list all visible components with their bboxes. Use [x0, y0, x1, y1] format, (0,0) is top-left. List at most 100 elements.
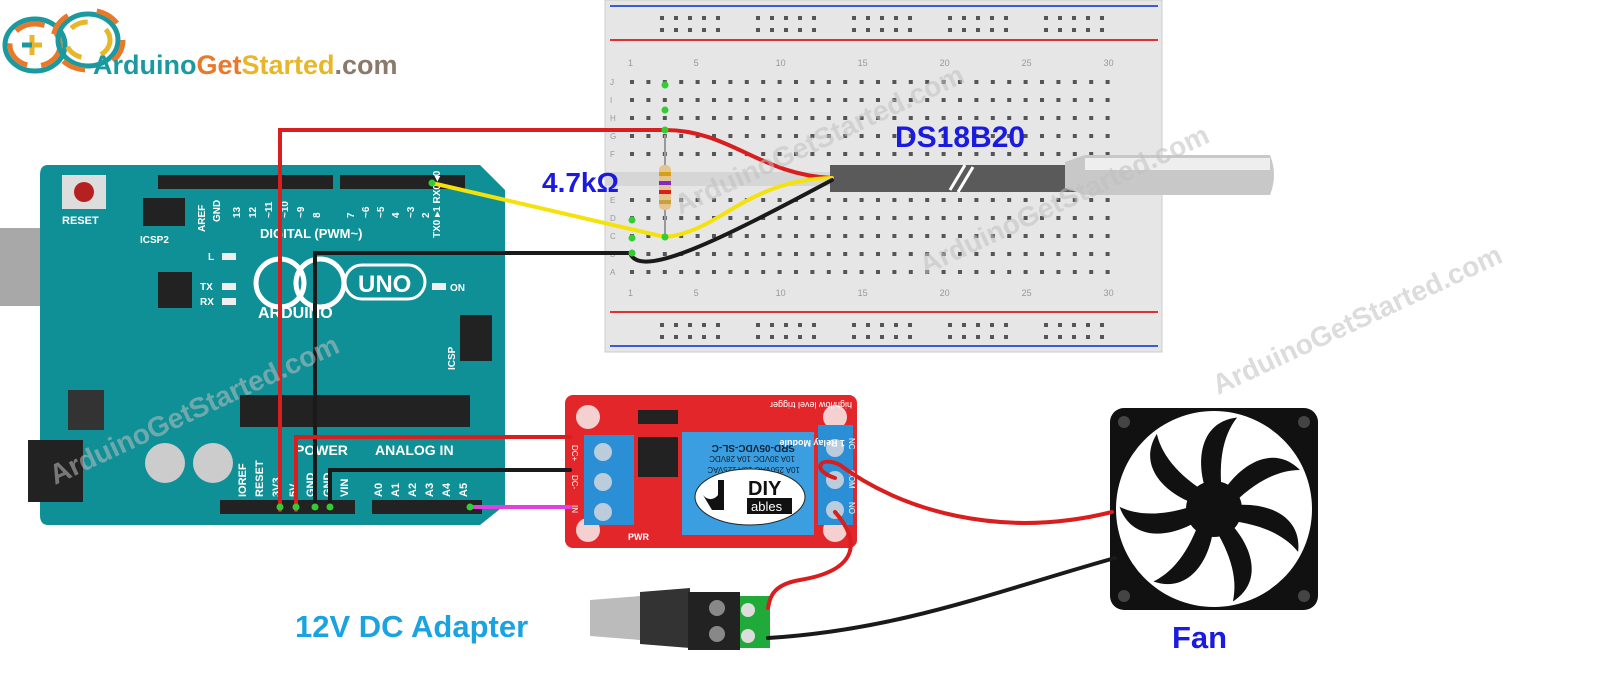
breadboard-hole	[810, 116, 815, 120]
breadboard-hole	[646, 198, 651, 202]
rail-hole	[962, 28, 966, 32]
svg-text:ArduinoGetStarted.com: ArduinoGetStarted.com	[93, 50, 398, 80]
breadboard-hole	[761, 80, 766, 84]
breadboard-hole	[761, 134, 766, 138]
column-label: 1	[628, 58, 633, 68]
breadboard-hole	[958, 270, 962, 274]
breadboard-hole	[1089, 234, 1094, 238]
breadboard-hole	[712, 152, 716, 156]
rail-hole	[1004, 28, 1008, 32]
breadboard-hole	[941, 98, 946, 102]
rail-hole	[976, 28, 980, 32]
rail-hole	[852, 323, 856, 327]
breadboard-hole	[646, 152, 651, 156]
relay-pwr-label: PWR	[628, 532, 649, 542]
breadboard-hole	[990, 134, 995, 138]
breadboard-hole	[1056, 270, 1061, 274]
rail-hole	[784, 28, 788, 32]
breadboard-hole	[810, 252, 815, 256]
rail-hole	[702, 323, 706, 327]
breadboard-hole	[794, 234, 798, 238]
rail-hole	[770, 16, 774, 20]
rail-hole	[990, 335, 994, 339]
breadboard-hole	[826, 98, 831, 102]
fan	[1110, 408, 1318, 610]
digital-pin-label: 13	[232, 206, 243, 218]
rail-hole	[756, 28, 760, 32]
rail-hole	[1072, 335, 1076, 339]
rail-hole	[976, 335, 980, 339]
breadboard-hole	[1089, 198, 1094, 202]
rail-hole	[1058, 28, 1062, 32]
arduino-brand: ARDUINO	[258, 305, 333, 322]
breadboard-hole	[695, 116, 700, 120]
breadboard-hole	[1007, 116, 1012, 120]
analog-pin-label: A3	[424, 483, 436, 497]
breadboard-hole	[876, 270, 880, 274]
rail-hole	[798, 28, 802, 32]
breadboard-hole	[958, 216, 962, 220]
wire-relay-gnd-black	[328, 468, 572, 512]
breadboard-hole	[908, 80, 913, 84]
breadboard-hole	[826, 270, 831, 274]
breadboard-hole	[1089, 216, 1094, 220]
breadboard-hole	[843, 152, 848, 156]
rail-hole	[976, 323, 980, 327]
breadboard-hole	[761, 234, 766, 238]
rail-hole	[948, 16, 952, 20]
row-label: G	[610, 132, 616, 141]
breadboard-hole	[1040, 216, 1044, 220]
breadboard-hole	[1023, 270, 1028, 274]
column-label: 25	[1022, 58, 1032, 68]
power-jack	[28, 440, 83, 502]
rail-hole	[674, 16, 678, 20]
diyables-logo-icon	[703, 480, 724, 510]
rail-hole	[880, 335, 884, 339]
breadboard-hole	[794, 152, 798, 156]
breadboard-hole	[794, 216, 798, 220]
breadboard-hole	[958, 80, 962, 84]
digital-pin-label: 12	[248, 206, 259, 218]
rail-hole	[1072, 323, 1076, 327]
rail-hole	[1100, 28, 1104, 32]
breadboard-hole	[859, 98, 864, 102]
rail-hole	[660, 335, 664, 339]
rail-hole	[866, 28, 870, 32]
rail-hole	[716, 16, 720, 20]
breadboard-hole	[859, 198, 864, 202]
digital-pin-label: 7	[346, 212, 357, 218]
rail-hole	[784, 335, 788, 339]
pin-connection-dots	[276, 81, 669, 511]
breadboard-hole	[908, 116, 913, 120]
breadboard-hole	[777, 80, 782, 84]
relay-input-pin: DC+	[570, 445, 579, 462]
breadboard-hole	[1040, 152, 1044, 156]
digital-pin-label: ~5	[376, 206, 387, 218]
rail-hole	[688, 335, 692, 339]
breadboard-hole	[859, 80, 864, 84]
breadboard-hole	[908, 152, 913, 156]
breadboard-hole	[1056, 152, 1061, 156]
breadboard-hole	[925, 116, 930, 120]
breadboard-hole	[974, 152, 979, 156]
breadboard-hole	[941, 198, 946, 202]
breadboard-hole	[990, 216, 995, 220]
rail-hole	[894, 28, 898, 32]
breadboard-hole	[1072, 152, 1077, 156]
breadboard-hole	[1007, 152, 1012, 156]
rail-hole	[702, 16, 706, 20]
breadboard-hole	[925, 198, 930, 202]
breadboard-hole	[794, 98, 798, 102]
connection-dot	[326, 503, 334, 511]
rail-hole	[948, 28, 952, 32]
tx-rx-label: TX0 ▸1 RX0 ◂0	[432, 170, 443, 238]
analog-pin-label: A2	[407, 483, 419, 497]
breadboard-hole	[974, 116, 979, 120]
breadboard-hole	[761, 116, 766, 120]
breadboard-hole	[794, 270, 798, 274]
relay-input-pin: DC-	[570, 475, 579, 490]
breadboard-hole	[1007, 198, 1012, 202]
analog-pin-label: A0	[373, 483, 385, 497]
breadboard-hole	[1089, 270, 1094, 274]
breadboard-hole	[1105, 152, 1110, 156]
